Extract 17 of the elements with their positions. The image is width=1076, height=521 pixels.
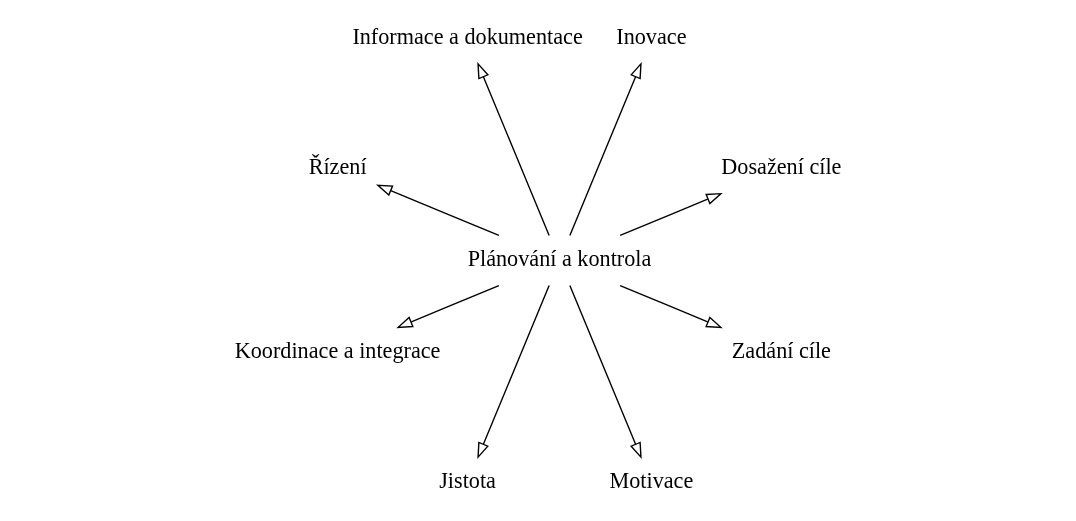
arrow — [619, 192, 723, 237]
node-text: Inovace — [616, 23, 687, 49]
arrow — [477, 284, 550, 460]
arrow — [477, 61, 550, 237]
arrow — [619, 284, 723, 329]
node-text: Jistota — [439, 467, 496, 493]
arrow — [569, 284, 642, 460]
arrow — [396, 284, 500, 329]
node-text: Dosažení cíle — [721, 153, 842, 179]
node-text: Motivace — [609, 467, 694, 493]
arrow — [375, 184, 500, 237]
node-text: Zadání cíle — [731, 337, 831, 363]
arrow — [569, 61, 642, 237]
node-text: Řízení — [308, 153, 367, 179]
node-text: Plánování a kontrola — [467, 245, 652, 271]
node-text: Koordinace a integrace — [234, 337, 441, 363]
node-text: Informace a dokumentace — [352, 23, 583, 49]
